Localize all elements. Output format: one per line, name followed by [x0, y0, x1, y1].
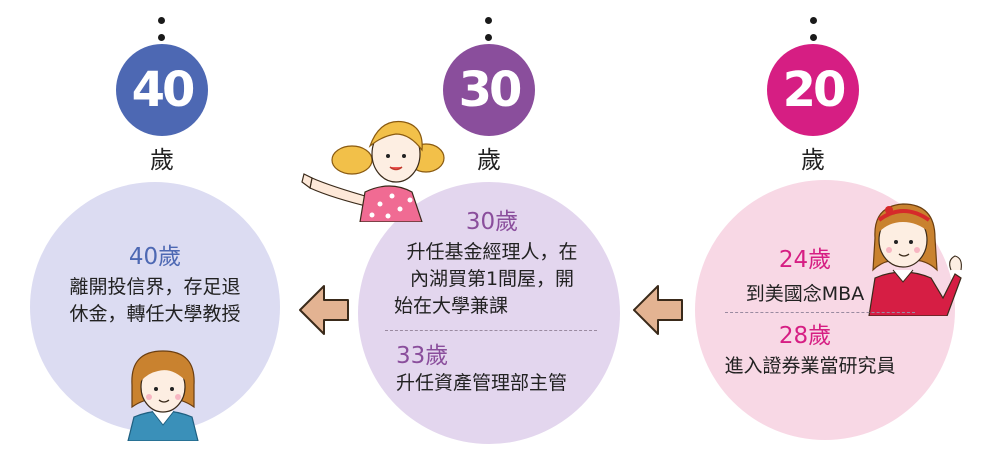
stage-30-entry-text: 升任基金經理人，在 內湖買第1間屋，開 始在大學兼課: [382, 239, 602, 320]
text-line: 到美國念MBA: [745, 283, 865, 305]
text-line: 內湖買第1間屋，開: [409, 268, 575, 290]
entry-divider: [725, 312, 915, 313]
stage-30-entry-age: 30歲: [465, 209, 519, 235]
woman-headband-illustration: [868, 203, 962, 316]
age-40-unit: 歲: [150, 146, 174, 174]
hanger-dot: [158, 17, 165, 24]
hanger-dot: [485, 17, 492, 24]
text-line: 休金，轉任大學教授: [69, 303, 241, 325]
stage-20-entry2-age: 28歲: [778, 323, 832, 349]
age-20-badge: 20: [767, 44, 859, 136]
age-40-badge: 40: [116, 44, 208, 136]
age-30-badge: 30: [443, 44, 535, 136]
girl-pigtails-illustration: [301, 120, 445, 222]
age-30-unit: 歲: [477, 146, 501, 174]
stage-20-entry-text: 到美國念MBA: [715, 281, 895, 308]
stage-20-entry2-text: 進入證券業當研究員: [715, 353, 905, 380]
stage-40-entry-age: 40歲: [128, 244, 182, 270]
text-line: 升任基金經理人，在: [406, 241, 578, 263]
stage-30-entry2-text: 升任資產管理部主管: [382, 370, 616, 397]
stage-40-entry-text: 離開投信界，存足退 休金，轉任大學教授: [45, 274, 265, 328]
hanger-dot: [158, 34, 165, 41]
hanger-dot: [810, 17, 817, 24]
hanger-dot: [485, 34, 492, 41]
age-20-unit: 歲: [801, 146, 825, 174]
arrow-left-icon: [299, 285, 349, 335]
hanger-dot: [810, 34, 817, 41]
stage-30-circle: [358, 182, 620, 444]
entry-divider: [385, 330, 597, 331]
stage-30-entry2-age: 33歲: [396, 343, 449, 369]
text-line: 升任資產管理部主管: [396, 372, 568, 394]
woman-short-hair-illustration: [127, 350, 199, 441]
text-line: 進入證券業當研究員: [724, 355, 896, 377]
stage-20-entry-age: 24歲: [778, 247, 832, 273]
text-line: 離開投信界，存足退: [69, 276, 241, 298]
text-line: 始在大學兼課: [394, 295, 509, 317]
arrow-left-icon: [633, 285, 683, 335]
